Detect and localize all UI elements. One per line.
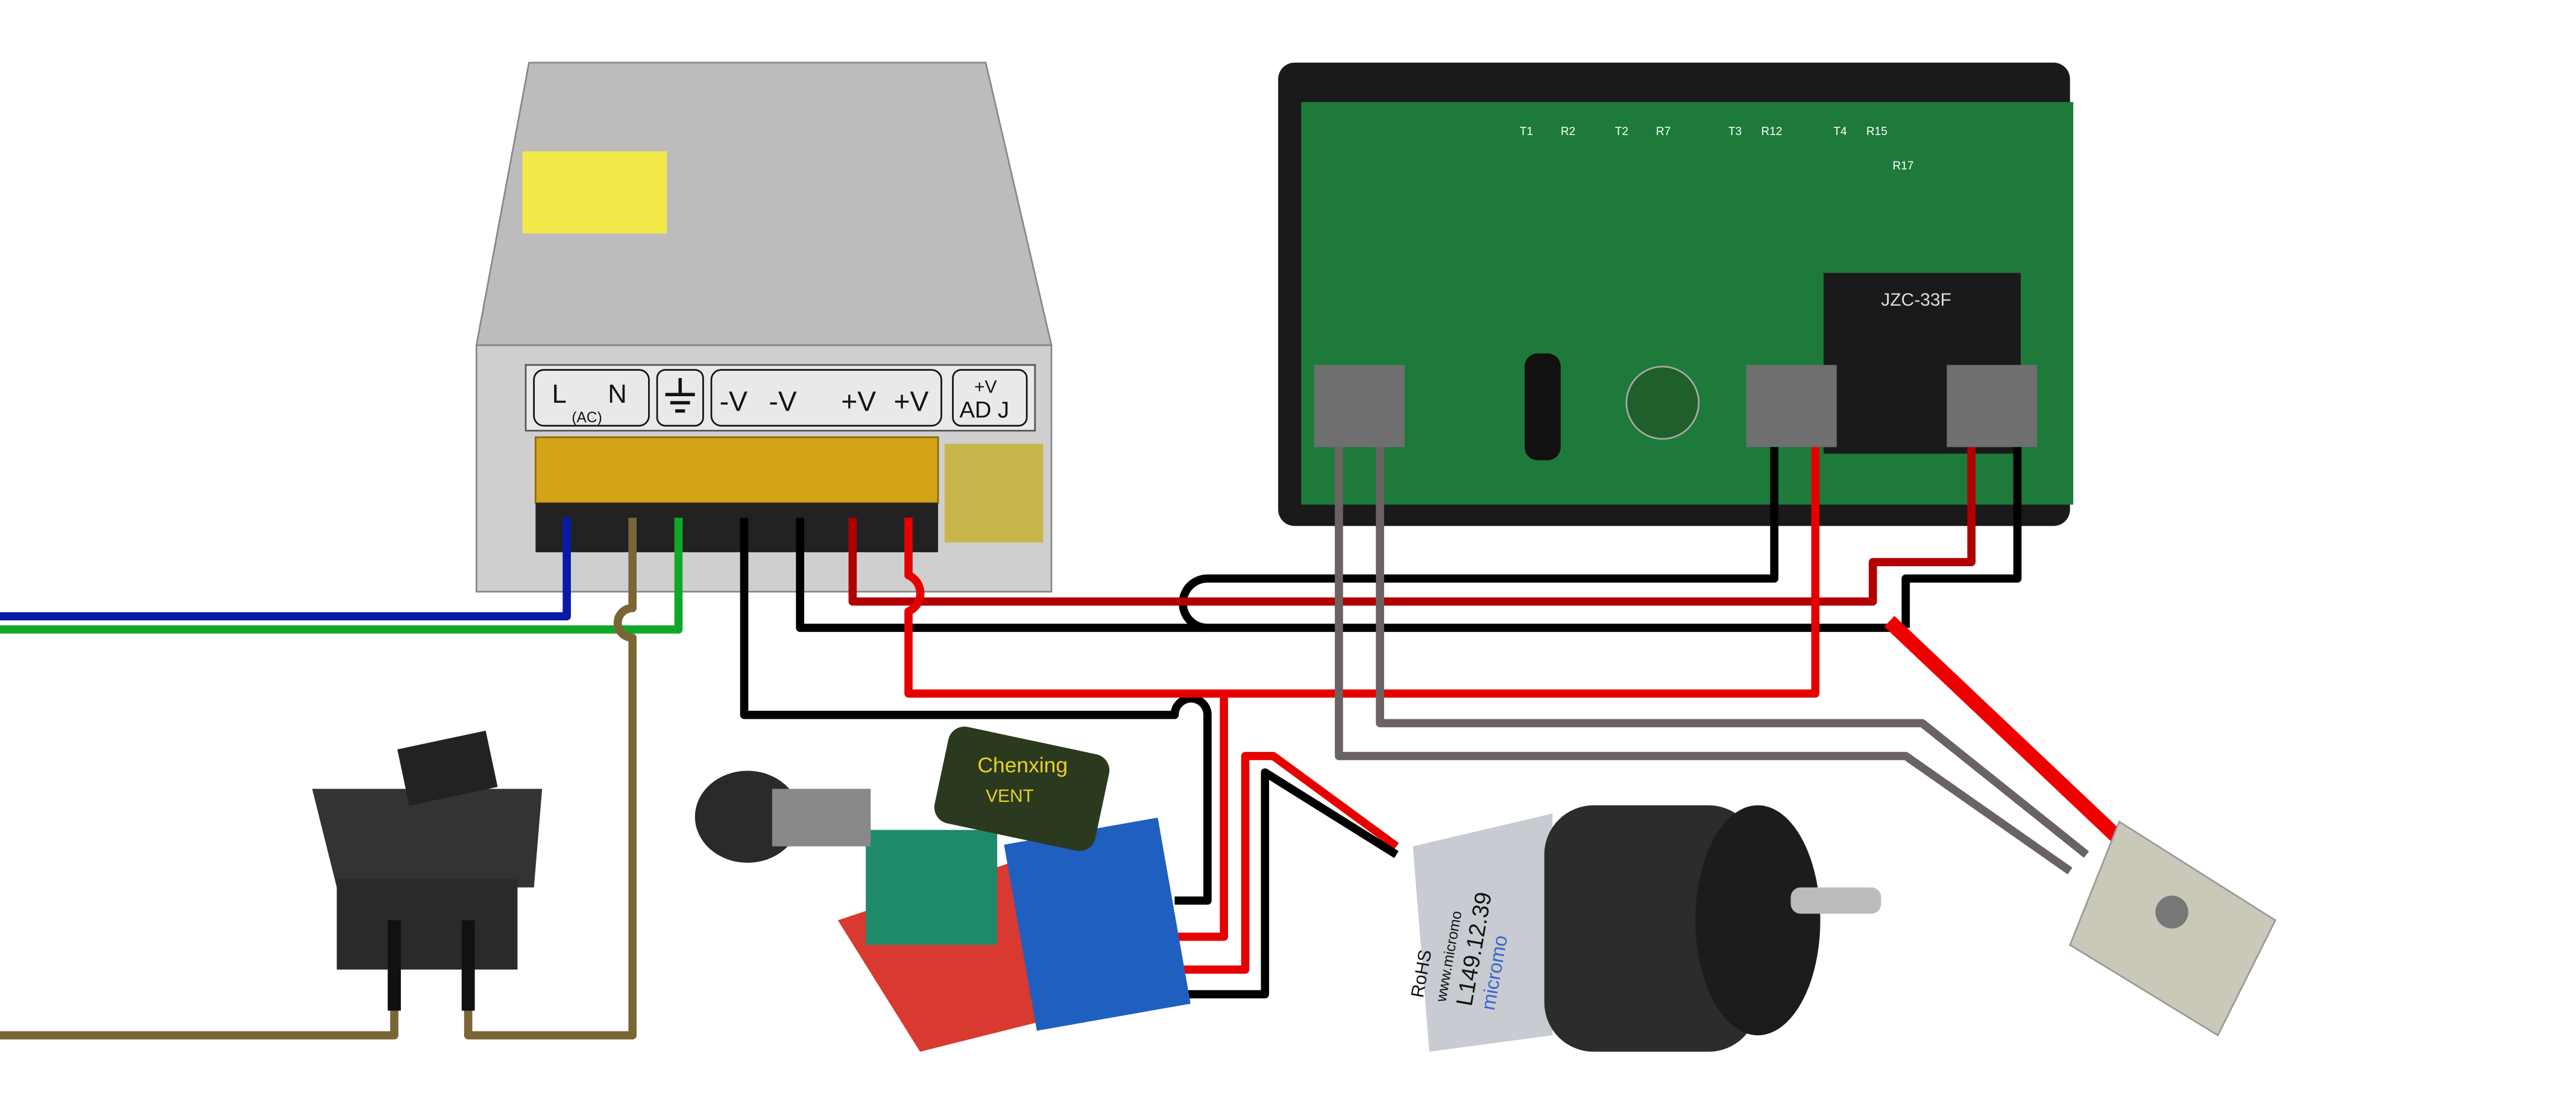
terminal-label-neg2: -V: [769, 386, 796, 417]
terminal-label-adj-top: +V: [974, 377, 997, 397]
wire-neg-pwm: [740, 517, 1212, 905]
heater-block: [2068, 820, 2277, 1037]
pcb-label: R12: [1761, 125, 1782, 138]
heater-block-hole: [2155, 895, 2188, 929]
pwm-terminal-block: [1004, 818, 1191, 1031]
pcb-label: T3: [1728, 125, 1742, 138]
potentiometer-knob[interactable]: [694, 771, 871, 863]
wire-motor-neg: [1117, 768, 1399, 998]
relay-label: JZC-33F: [1881, 290, 1951, 310]
wire-motor-pos: [1150, 752, 1399, 974]
wire-sensor-1: [1335, 447, 2073, 875]
wire-sensor-2: [1376, 447, 2089, 858]
pcb-label: R15: [1866, 125, 1888, 138]
rocker-switch[interactable]: [312, 730, 543, 1011]
motor-shaft: [1790, 887, 1882, 914]
terminal-label-ac: (AC): [572, 410, 602, 426]
ground-symbol-icon: [665, 378, 695, 413]
pcb-label: R7: [1656, 125, 1671, 138]
relay-terminal: [1947, 365, 2038, 447]
pcb-label: T2: [1615, 125, 1628, 138]
terminal-block: [535, 436, 939, 504]
power-terminal: [1746, 365, 1837, 447]
pcb-label: R2: [1561, 125, 1575, 138]
pcb-label: R17: [1892, 160, 1913, 172]
thermostat-controller: JZC-33F T1 R2 T2 R7 T3 R12 T4 R15 R17: [1278, 62, 2074, 526]
terminal-label-pos1: +V: [841, 386, 876, 417]
wires: [0, 447, 2141, 1039]
dc-motor: www.micromo L149.12.39 RoHS micromo: [1408, 805, 1882, 1052]
terminal-label-l: L: [552, 380, 567, 409]
warning-sticker: [522, 151, 667, 234]
capacitor-brand: Chenxing: [977, 753, 1068, 777]
wire-pos-pwm: [904, 447, 1820, 698]
power-supply: L N (AC) -V -V +V +V +V AD J: [475, 61, 1053, 593]
wire-switch-out: [0, 969, 398, 1039]
wire-thermo-relay: [1901, 447, 2022, 628]
wire-switched-neutral: [464, 517, 637, 1039]
pcb-label: T1: [1520, 125, 1533, 138]
terminal-label-pos2: +V: [893, 386, 928, 417]
terminal-label-adj: AD J: [959, 397, 1009, 423]
wire-earth: [0, 517, 683, 634]
pcb-label: T4: [1833, 125, 1847, 138]
wire-pos-thermo: [848, 447, 1976, 606]
heater-cartridge-wire: [1884, 616, 2141, 860]
wire-live: [0, 517, 571, 621]
terminal-label-neg1: -V: [720, 386, 748, 417]
terminal-label-n: N: [608, 380, 626, 409]
capacitor-label: VENT: [986, 786, 1034, 806]
sensor-terminal: [1314, 365, 1405, 447]
pwm-motor-controller: Chenxing VENT: [694, 727, 1191, 1052]
